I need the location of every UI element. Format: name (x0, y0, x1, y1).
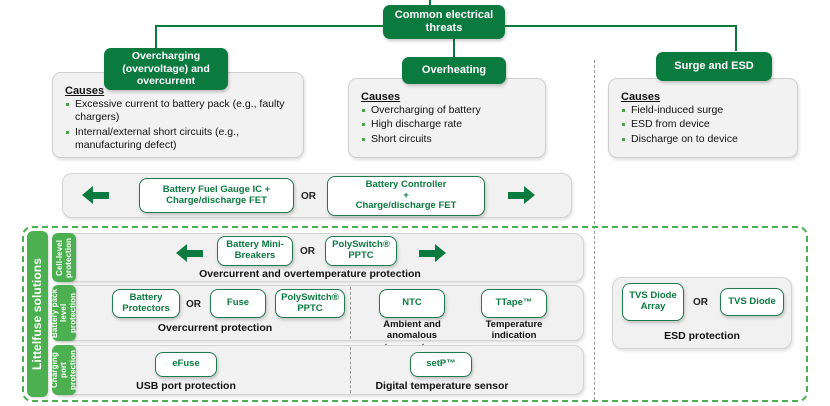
littelfuse-solutions-region (22, 226, 808, 402)
causes-title: Causes (621, 91, 661, 103)
cause-item: Excessive current to battery pack (e.g.,… (65, 98, 293, 125)
threat-label-overcharging: Overcharging (overvoltage) and overcurre… (122, 50, 210, 88)
cause-item: Overcharging of battery (361, 104, 535, 117)
arrow-left-shaft-icon (187, 249, 203, 257)
arrow-left-cell-level (176, 244, 203, 262)
chip-ttape[interactable]: TTape™ (481, 289, 547, 318)
causes-panel-surge-esd: Causes Field-induced surge ESD from devi… (608, 78, 798, 158)
arrow-left-control (82, 186, 109, 204)
chip-efuse[interactable]: eFuse (155, 352, 217, 377)
chip-ntc-label: NTC (402, 297, 422, 309)
chip-fuse-label: Fuse (226, 297, 250, 309)
causes-title: Causes (65, 85, 105, 97)
caption-cell-level: Overcurrent and overtemperature protecti… (199, 268, 421, 280)
vertical-divider-right (594, 60, 595, 400)
chip-battery-controller-line3: Charge/discharge FET (355, 200, 457, 212)
arrow-right-head-icon (435, 244, 446, 262)
connector-to-surge (735, 25, 737, 51)
arrow-left-head-icon (82, 186, 93, 204)
chip-polyswitch-pptc-pack[interactable]: PolySwitch® PPTC (275, 289, 345, 318)
row-panel-cell-level (52, 233, 584, 282)
chip-fuse[interactable]: Fuse (210, 289, 266, 318)
chip-polyswitch-pptc-cell-label: PolySwitch® PPTC (332, 239, 390, 261)
arrow-right-shaft-icon (419, 249, 435, 257)
chip-efuse-label: eFuse (172, 358, 200, 370)
chip-tvs-diode-array[interactable]: TVS Diode Array (622, 283, 684, 321)
connector-to-overcharging (155, 25, 157, 51)
chip-setp-label: setP™ (426, 358, 456, 370)
chip-ntc[interactable]: NTC (379, 289, 445, 318)
arrow-right-control (508, 186, 535, 204)
causes-list: Field-induced surge ESD from device Disc… (621, 104, 787, 146)
caption-usb-port-protection: USB port protection (136, 380, 236, 392)
causes-list: Overcharging of battery High discharge r… (361, 104, 535, 146)
arrow-right-head-icon (524, 186, 535, 204)
tab-cell-level-label: Cell-level protection (54, 237, 73, 278)
connector-to-overheating (453, 34, 455, 57)
caption-ttape: Temperature indication (485, 319, 543, 342)
or-label-esd: OR (693, 297, 708, 308)
arrow-left-shaft-icon (93, 191, 109, 199)
row-panel-charging-port (52, 345, 584, 395)
cause-item: Discharge on to device (621, 133, 787, 146)
tab-battery-pack-level-label: Battery pack level protection (50, 288, 78, 338)
chip-battery-mini-breakers-label: Battery Mini-Breakers (226, 239, 284, 261)
chip-battery-controller-line1: Battery Controller (365, 178, 447, 190)
connector-root-up (429, 0, 431, 9)
chip-battery-controller-line2: + (403, 189, 409, 201)
causes-list: Excessive current to battery pack (e.g.,… (65, 98, 293, 153)
arrow-right-shaft-icon (508, 191, 524, 199)
chip-ttape-label: TTape™ (495, 297, 533, 309)
divider-row2 (350, 287, 351, 339)
or-label-cell-level: OR (300, 246, 315, 257)
tab-cell-level-protection: Cell-level protection (52, 233, 76, 282)
arrow-left-head-icon (176, 244, 187, 262)
root-threat-box: Common electrical threats (383, 5, 505, 39)
chip-tvs-diode-array-label: TVS Diode Array (629, 290, 677, 312)
cause-item: Short circuits (361, 133, 535, 146)
divider-row3 (350, 347, 351, 393)
or-label-control-row: OR (301, 191, 316, 202)
chip-setp[interactable]: setP™ (410, 352, 472, 377)
causes-panel-overheating: Causes Overcharging of battery High disc… (348, 78, 546, 158)
cause-item: Internal/external short circuits (e.g., … (65, 126, 293, 153)
threat-label-surge-esd: Surge and ESD (674, 60, 754, 73)
or-label-battery-pack: OR (186, 299, 201, 310)
caption-digital-temperature-sensor: Digital temperature sensor (375, 380, 509, 392)
chip-battery-protectors[interactable]: Battery Protectors (112, 289, 180, 318)
chip-battery-fuel-gauge-label: Battery Fuel Gauge IC + Charge/discharge… (162, 183, 271, 206)
littelfuse-solutions-side-text: Littelfuse solutions (29, 257, 44, 370)
chip-battery-mini-breakers[interactable]: Battery Mini-Breakers (217, 236, 293, 266)
threat-box-surge-esd: Surge and ESD (656, 52, 772, 81)
tab-charging-port-label: Charging port protection (50, 349, 78, 391)
cause-item: Field-induced surge (621, 104, 787, 117)
littelfuse-solutions-side-label: Littelfuse solutions (27, 231, 48, 397)
chip-battery-protectors-label: Battery Protectors (122, 291, 170, 314)
threat-box-overcharging: Overcharging (overvoltage) and overcurre… (104, 48, 228, 90)
cause-item: ESD from device (621, 118, 787, 131)
root-threat-label: Common electrical threats (394, 9, 494, 34)
caption-esd-protection: ESD protection (664, 330, 740, 342)
cause-item: High discharge rate (361, 118, 535, 131)
tab-battery-pack-level-protection: Battery pack level protection (50, 285, 78, 341)
chip-polyswitch-pptc-pack-label: PolySwitch® PPTC (281, 291, 339, 314)
threat-label-overheating: Overheating (421, 64, 487, 77)
chip-battery-fuel-gauge[interactable]: Battery Fuel Gauge IC + Charge/discharge… (139, 178, 294, 213)
chip-tvs-diode-label: TVS Diode (728, 295, 776, 307)
arrow-right-cell-level (419, 244, 446, 262)
causes-title: Causes (361, 91, 401, 103)
tab-charging-port-protection: Charging port protection (50, 345, 78, 395)
caption-overcurrent-protection: Overcurrent protection (157, 322, 273, 334)
threat-box-overheating: Overheating (402, 57, 506, 84)
chip-polyswitch-pptc-cell[interactable]: PolySwitch® PPTC (325, 236, 397, 266)
chip-tvs-diode[interactable]: TVS Diode (720, 288, 784, 316)
chip-battery-controller[interactable]: Battery Controller + Charge/discharge FE… (327, 176, 485, 216)
